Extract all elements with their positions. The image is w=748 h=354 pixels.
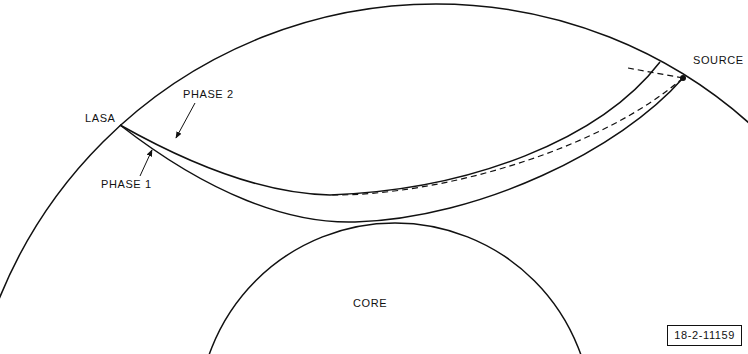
figure-number: 18-2-11159 [674, 329, 735, 342]
dashed-ray-path [628, 68, 683, 78]
core-region: CORE [197, 222, 593, 354]
ray-path [120, 78, 683, 222]
core-outline [198, 223, 592, 354]
phase-label: PHASE 2 [182, 88, 235, 101]
source-label: SOURCE [692, 54, 745, 67]
phase-label: PHASE 1 [100, 178, 153, 191]
leader-line [176, 103, 195, 138]
figure-number-box: 18-2-11159 [667, 325, 742, 346]
dashed-ray-path [330, 78, 683, 195]
earth-surface [0, 4, 748, 354]
core-outline [197, 222, 593, 354]
station-label: LASA [84, 112, 117, 125]
ray-path [120, 62, 660, 195]
region-label: CORE [353, 297, 387, 310]
leader-line [140, 150, 152, 176]
source-dot [680, 75, 686, 81]
